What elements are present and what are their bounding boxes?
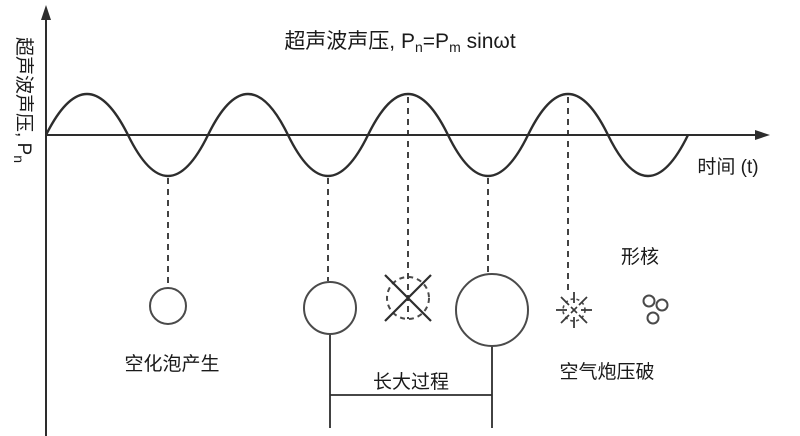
y-axis-label: 超声波声压, Pn <box>11 37 35 163</box>
diagram-title: 超声波声压, Pn=Pm sinωt <box>284 30 516 55</box>
medium-bubble <box>303 281 357 335</box>
collapsing-bubble <box>386 276 430 320</box>
nucleation-circles <box>642 294 669 325</box>
label-bubble-generation: 空化泡产生 <box>124 353 219 375</box>
label-bubble-burst: 空气炮压破 <box>559 361 654 383</box>
pressure-sine-wave <box>44 93 690 177</box>
collapse-cross-icon <box>384 274 432 322</box>
label-nucleation: 形核 <box>621 246 659 268</box>
x-axis-label: 时间 (t) <box>697 156 758 178</box>
y-axis-arrow-icon <box>41 5 51 20</box>
burst-icon <box>556 292 592 328</box>
x-axis-arrow-icon <box>755 130 770 140</box>
label-growth-process: 长大过程 <box>373 371 449 393</box>
large-bubble <box>455 273 529 347</box>
small-bubble <box>149 287 187 325</box>
